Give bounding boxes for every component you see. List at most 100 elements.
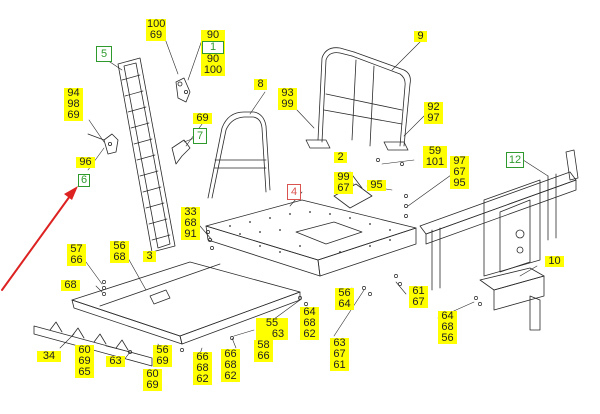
callout-number: 3	[146, 250, 153, 262]
boxed-label-5[interactable]: 5	[96, 46, 112, 62]
callout-number: 67	[412, 296, 425, 308]
callout-number: 61	[333, 359, 346, 371]
callout-number: 69	[67, 109, 80, 121]
ladder-part	[117, 57, 176, 253]
callout-57-66[interactable]: 57 66	[67, 244, 86, 266]
callout-number: 91	[184, 228, 197, 240]
callout-number: 65	[78, 366, 91, 378]
callout-3[interactable]: 3	[143, 251, 156, 262]
callout-56-69[interactable]: 56 69	[153, 345, 172, 367]
callout-number: 69	[146, 379, 159, 391]
callout-number: 60	[146, 368, 159, 380]
callout-number: 68	[64, 279, 77, 291]
callout-number: 64	[338, 298, 351, 310]
callout-number: 90	[206, 29, 220, 41]
callout-number: 56	[156, 344, 169, 356]
callout-number: 69	[149, 29, 163, 41]
callout-68-left[interactable]: 68	[61, 280, 80, 291]
boxed-label-4[interactable]: 4	[287, 184, 301, 200]
callout-number: 1	[202, 41, 224, 54]
callout-number: 97	[453, 155, 466, 167]
callout-number: 56	[441, 332, 454, 344]
callout-number: 60	[78, 344, 91, 356]
callout-number: 100	[203, 64, 223, 76]
callout-63-67-61[interactable]: 63 67 61	[330, 338, 349, 371]
handrail-frame	[207, 111, 271, 199]
callout-96[interactable]: 96	[76, 157, 95, 168]
callout-95[interactable]: 95	[367, 180, 386, 191]
callout-10[interactable]: 10	[545, 256, 564, 267]
callout-number: 10	[548, 255, 561, 267]
hinge-brackets	[87, 77, 191, 165]
support-bracket	[479, 267, 545, 331]
callout-59-101[interactable]: 59 101	[423, 146, 447, 168]
callout-94-98-69[interactable]: 94 98 69	[64, 88, 83, 121]
callout-number: 95	[453, 177, 466, 189]
callout-number: 98	[67, 98, 80, 110]
callout-33-68-91[interactable]: 33 68 91	[181, 207, 200, 240]
callout-97-67-95[interactable]: 97 67 95	[450, 156, 469, 189]
callout-92-97[interactable]: 92 97	[424, 102, 443, 124]
callout-93-99[interactable]: 93 99	[278, 88, 297, 110]
callout-number: 69	[196, 112, 209, 124]
callout-60-69[interactable]: 60 69	[143, 369, 162, 391]
callout-number: 58	[257, 339, 270, 351]
callout-100-69[interactable]: 100 69	[146, 19, 166, 41]
callout-34[interactable]: 34	[37, 351, 61, 362]
callout-number: 8	[257, 78, 264, 90]
callout-number: 66	[257, 350, 270, 362]
callout-66-68-62-b[interactable]: 66 68 62	[221, 349, 240, 382]
angle-profile	[33, 321, 153, 367]
callout-number: 94	[67, 87, 80, 99]
callout-number: 63	[333, 337, 346, 349]
callout-56-68[interactable]: 56 68	[110, 241, 129, 263]
callout-number: 61	[412, 285, 425, 297]
red-arrow-icon	[1, 186, 78, 291]
callout-number: 90	[206, 53, 220, 65]
callout-number: 55	[265, 317, 279, 329]
platform-deck	[205, 199, 417, 277]
callout-58-66[interactable]: 58 66	[254, 340, 273, 362]
callout-number: 62	[196, 373, 209, 385]
callout-number: 63	[271, 328, 285, 340]
callout-number: 96	[79, 156, 92, 168]
callout-55-63[interactable]: 55 63	[256, 318, 288, 340]
callout-56-64[interactable]: 56 64	[335, 288, 354, 310]
callout-number: 62	[224, 370, 237, 382]
callout-number: 101	[425, 156, 445, 168]
callout-number: 64	[303, 306, 316, 318]
callout-number: 67	[333, 348, 346, 360]
callout-number: 34	[42, 350, 56, 362]
callout-number: 9	[417, 30, 424, 42]
callout-number: 68	[303, 317, 316, 329]
callout-63[interactable]: 63	[106, 356, 125, 367]
callout-number: 67	[337, 182, 350, 194]
callout-9[interactable]: 9	[414, 31, 427, 42]
callout-66-68-62-a[interactable]: 66 68 62	[193, 352, 212, 385]
callout-90-1-90-100[interactable]: 90 1 90 100	[201, 30, 225, 76]
callout-8[interactable]: 8	[254, 79, 267, 90]
boxed-label-7[interactable]: 7	[193, 128, 207, 144]
callout-60-69-65[interactable]: 60 69 65	[75, 345, 94, 378]
callout-69[interactable]: 69	[193, 113, 212, 124]
callout-2[interactable]: 2	[334, 152, 347, 163]
callout-99-67[interactable]: 99 67	[334, 172, 353, 194]
boxed-label-12[interactable]: 12	[506, 152, 524, 168]
callout-number: 93	[281, 87, 294, 99]
callout-number: 67	[453, 166, 466, 178]
callout-number: 69	[78, 355, 91, 367]
guard-rail-frame	[305, 47, 411, 151]
callout-number: 62	[303, 328, 316, 340]
callout-number: 56	[113, 240, 126, 252]
callout-number: 59	[428, 145, 442, 157]
boxed-label-6[interactable]: 6	[78, 174, 90, 187]
callout-64-68-62-mid[interactable]: 64 68 62	[300, 307, 319, 340]
callout-number: 33	[184, 206, 197, 218]
callout-61-67[interactable]: 61 67	[409, 286, 428, 308]
callout-number: 69	[156, 355, 169, 367]
callout-number: 95	[370, 179, 383, 191]
frame-assembly	[419, 149, 579, 291]
callout-number: 64	[441, 310, 454, 322]
callout-64-68-56[interactable]: 64 68 56	[438, 311, 457, 344]
